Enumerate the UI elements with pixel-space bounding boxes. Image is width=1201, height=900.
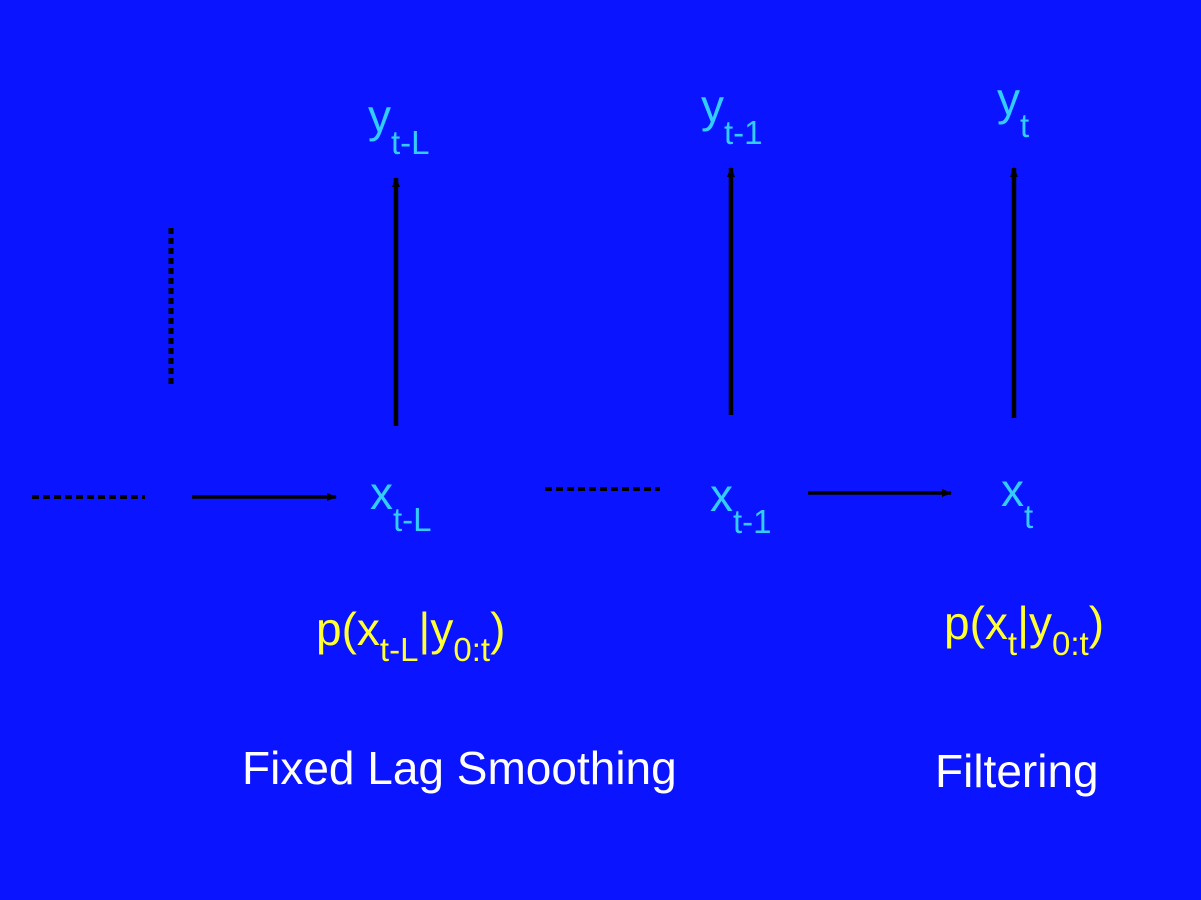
node-y-t-L: yt-L (368, 90, 430, 159)
prob-filtering-close: ) (1088, 597, 1105, 649)
caption-filtering: Filtering (935, 745, 1099, 797)
node-y-t-sub: t (1020, 107, 1030, 144)
prob-smoothing-close: ) (490, 603, 506, 655)
prob-filtering-open: p(x (944, 597, 1008, 649)
prob-smoothing-bar: |y (418, 603, 454, 655)
node-y-t-L-sub: t-L (391, 124, 430, 161)
node-y-t-L-base: y (368, 90, 391, 142)
node-y-t-base: y (997, 73, 1020, 125)
prob-filtering: p(xt|y0:t) (944, 597, 1105, 660)
node-x-t-L-base: x (370, 467, 393, 519)
node-y-t-1: yt-1 (701, 80, 763, 149)
prob-smoothing-sub2: 0:t (453, 631, 491, 668)
prob-smoothing: p(xt-L|y0:t) (316, 603, 506, 666)
node-x-t-base: x (1001, 464, 1024, 516)
node-x-t-sub: t (1024, 498, 1034, 535)
node-y-t-1-base: y (701, 80, 724, 132)
prob-filtering-bar: |y (1017, 597, 1053, 649)
prob-filtering-sub1: t (1007, 625, 1018, 662)
node-y-t: yt (997, 73, 1029, 142)
prob-smoothing-open: p(x (316, 603, 380, 655)
node-x-t: xt (1001, 464, 1033, 533)
node-y-t-1-sub: t-1 (724, 114, 763, 151)
node-x-t-L: xt-L (370, 467, 432, 536)
node-x-t-1-base: x (710, 469, 733, 521)
caption-fixed-lag-smoothing: Fixed Lag Smoothing (242, 742, 677, 794)
node-x-t-L-sub: t-L (393, 501, 432, 538)
prob-filtering-sub2: 0:t (1052, 625, 1089, 662)
node-x-t-1: xt-1 (710, 469, 772, 538)
node-x-t-1-sub: t-1 (733, 503, 772, 540)
prob-smoothing-sub1: t-L (379, 631, 419, 668)
